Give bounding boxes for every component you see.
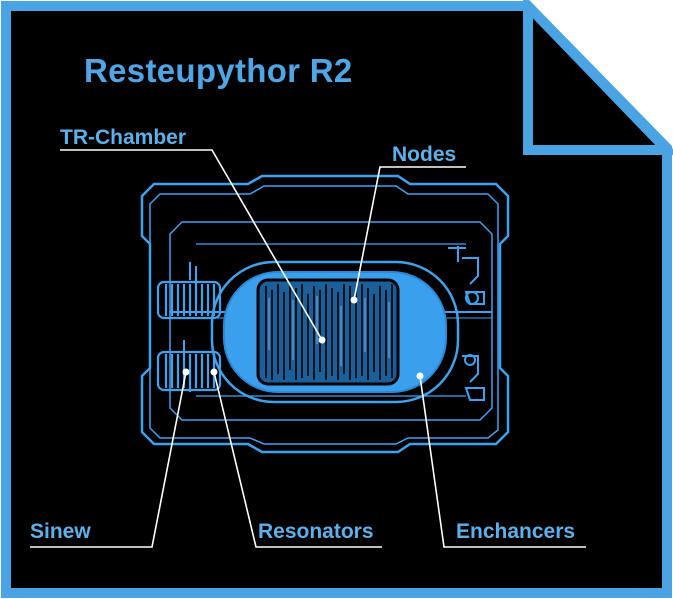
dot-nodes	[350, 296, 358, 304]
tr-chamber-grid	[265, 284, 393, 380]
side-details	[183, 246, 485, 401]
dot-tr-chamber	[318, 336, 326, 344]
coil-upper	[156, 280, 222, 320]
label-tr-chamber: TR-Chamber	[60, 126, 187, 149]
label-resonators: Resonators	[258, 520, 374, 543]
label-enchancers: Enchancers	[456, 520, 576, 543]
leader-dots	[182, 296, 424, 380]
leader-nodes	[353, 166, 466, 301]
folded-corner	[523, 0, 673, 155]
leader-enchancers	[419, 375, 586, 548]
leader-tr-chamber	[60, 149, 323, 341]
leader-sinew	[30, 371, 187, 548]
leader-resonators	[213, 371, 382, 548]
tr-chamber-highlights	[268, 296, 390, 366]
diagram-title: Resteupythor R2	[84, 52, 353, 89]
dot-resonators	[210, 368, 218, 376]
label-nodes: Nodes	[392, 143, 457, 166]
label-sinew: Sinew	[30, 520, 91, 543]
dot-enchancers	[416, 372, 424, 380]
dot-sinew	[182, 368, 190, 376]
leader-lines	[30, 149, 586, 548]
